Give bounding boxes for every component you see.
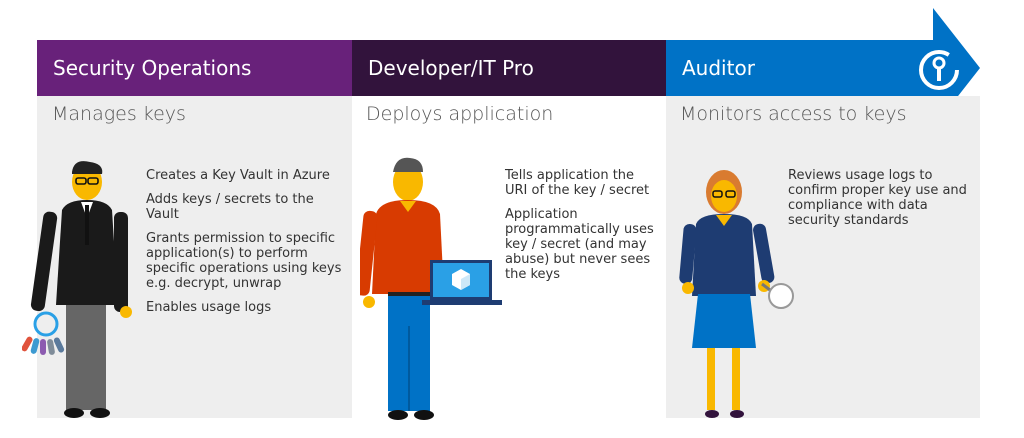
developer-person bbox=[360, 157, 444, 420]
auditor-person bbox=[679, 170, 775, 418]
security-item: Enables usage logs bbox=[146, 300, 272, 315]
laptop-icon bbox=[422, 260, 502, 305]
developer-header: Developer/IT Pro bbox=[368, 56, 534, 80]
auditor-item: Reviews usage logs to confirm proper key… bbox=[788, 168, 967, 228]
security-summary: Manages keys bbox=[52, 103, 186, 125]
keyring-icon bbox=[22, 311, 65, 355]
security-operations-header: Security Operations bbox=[53, 56, 252, 80]
security-item: Adds keys / secrets to the Vault bbox=[146, 192, 314, 222]
key-vault-icon bbox=[919, 50, 959, 90]
auditor-items: Reviews usage logs to confirm proper key… bbox=[788, 168, 973, 237]
security-items: Creates a Key Vault in Azure Adds keys /… bbox=[146, 168, 346, 324]
developer-item: Tells application the URI of the key / s… bbox=[505, 168, 650, 198]
security-operations-person bbox=[30, 161, 132, 418]
security-item: Creates a Key Vault in Azure bbox=[146, 168, 330, 183]
magnifying-glass-icon bbox=[761, 282, 794, 309]
auditor-summary: Monitors access to keys bbox=[680, 103, 907, 125]
developer-items: Tells application the URI of the key / s… bbox=[505, 168, 655, 291]
developer-summary: Deploys application bbox=[366, 103, 554, 125]
developer-item: Application programmatically uses key / … bbox=[505, 207, 654, 282]
security-item: Grants permission to specific applicatio… bbox=[146, 231, 342, 291]
auditor-header: Auditor bbox=[682, 56, 755, 80]
